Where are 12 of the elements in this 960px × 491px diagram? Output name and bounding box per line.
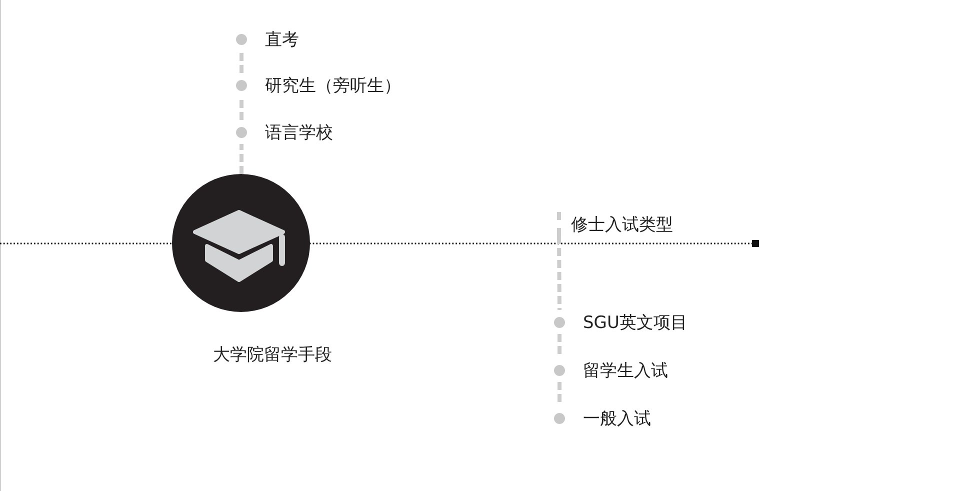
connector-line — [240, 51, 244, 73]
connector-line — [557, 236, 562, 310]
heading-label: 修士入试类型 — [571, 214, 673, 236]
list-item-label: 一般入试 — [583, 408, 651, 430]
list-item-label: SGU英文项目 — [583, 312, 688, 334]
connector-line — [240, 144, 244, 174]
list-item-label: 直考 — [265, 28, 299, 50]
node-label: 大学院留学手段 — [213, 344, 332, 366]
connector-line — [240, 97, 244, 120]
list-item-label: 语言学校 — [265, 122, 333, 144]
list-item-label: 留学生入试 — [583, 360, 668, 382]
list-item-label: 研究生（旁听生） — [265, 74, 401, 96]
